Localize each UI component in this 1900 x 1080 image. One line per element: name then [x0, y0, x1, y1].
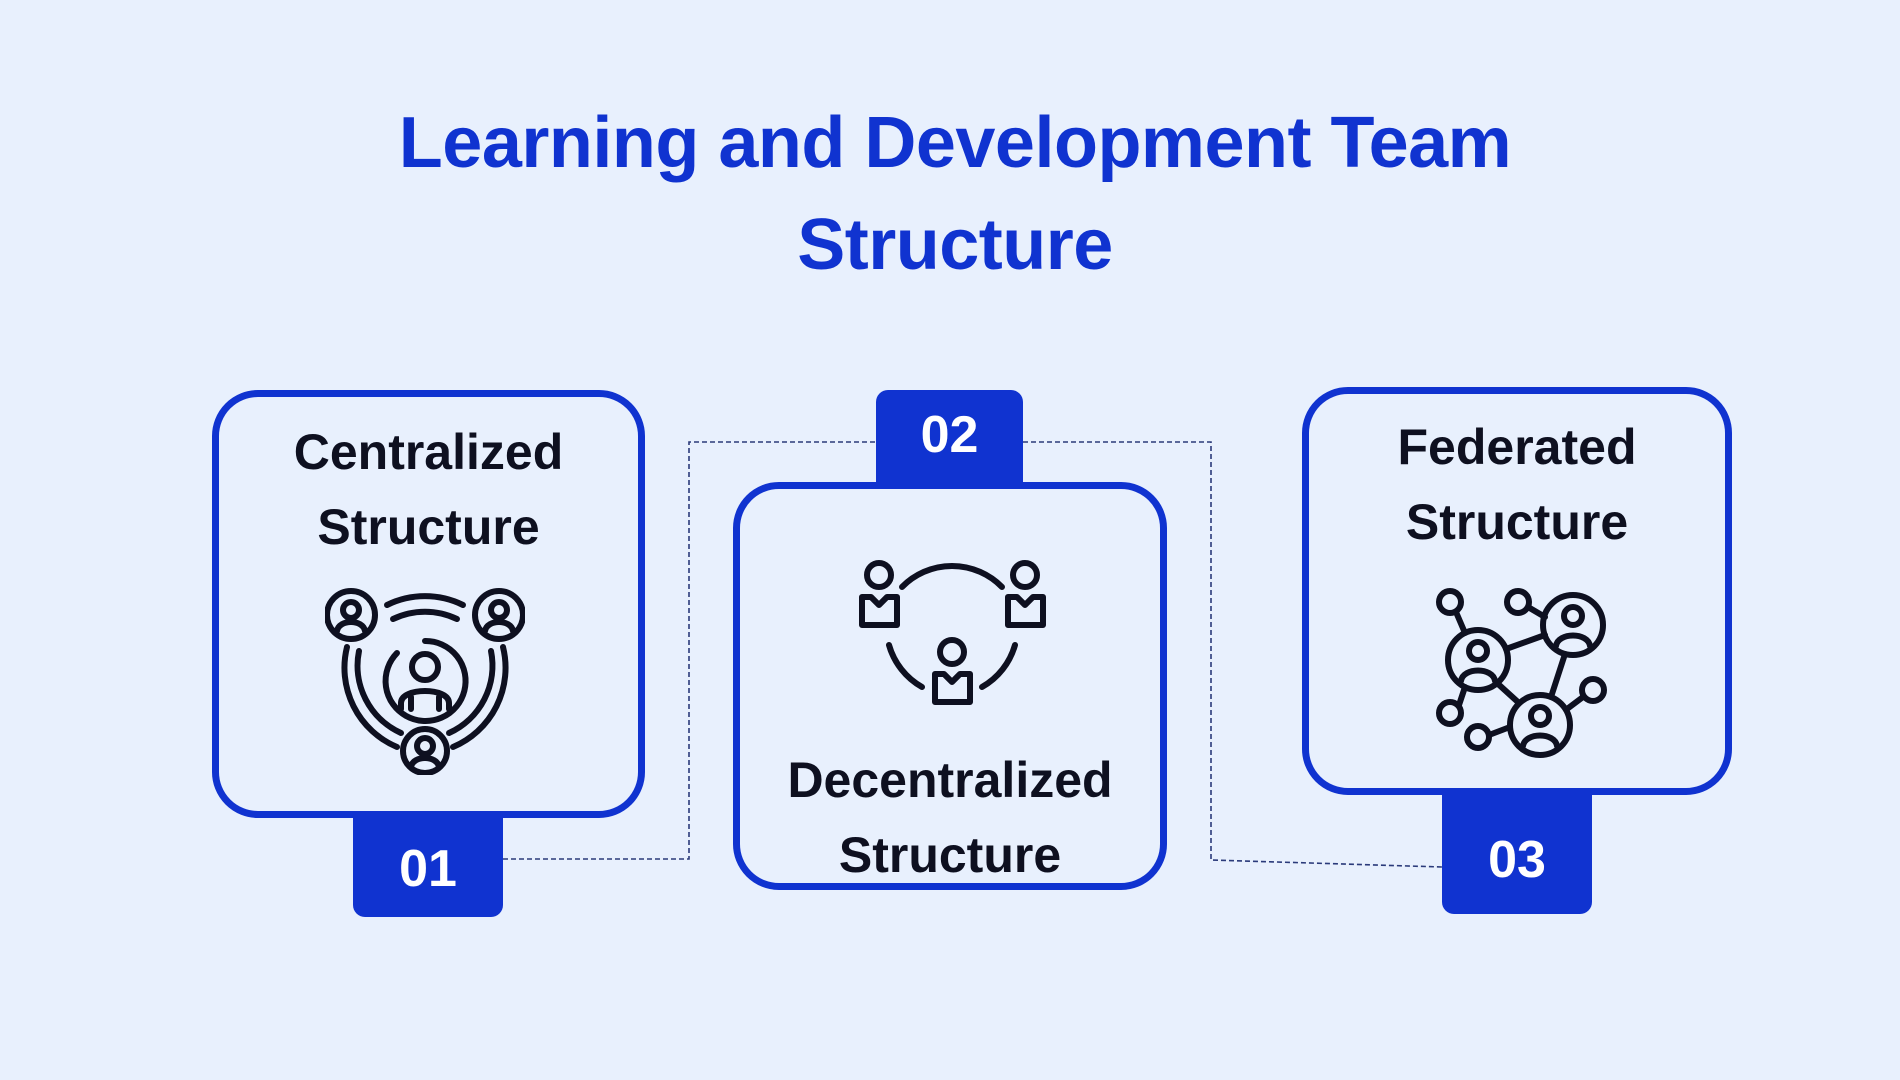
- connector-01-to-02: [503, 441, 876, 860]
- card-title-line-1: Decentralized: [787, 752, 1113, 808]
- card-centralized: Centralized Structure: [212, 390, 645, 818]
- card-title: Decentralized Structure: [740, 743, 1160, 893]
- step-badge-03: 03: [1442, 792, 1592, 914]
- card-title-line-2: Structure: [838, 827, 1062, 883]
- card-title-line-1: Centralized: [293, 424, 564, 480]
- card-federated: Federated Structure: [1302, 387, 1732, 795]
- federated-network-icon: [1433, 585, 1608, 760]
- decentralized-team-icon: [857, 557, 1047, 712]
- card-title: Federated Structure: [1309, 410, 1725, 560]
- title-line-1: Learning and Development Team: [398, 103, 1512, 183]
- card-title-line-2: Structure: [1405, 494, 1629, 550]
- title-line-2: Structure: [797, 205, 1113, 285]
- step-badge-02: 02: [876, 390, 1023, 488]
- card-title-line-2: Structure: [317, 499, 540, 555]
- page-title: Learning and Development Team Structure: [0, 92, 1900, 296]
- card-decentralized: Decentralized Structure: [733, 482, 1167, 890]
- connector-02-to-03: [1023, 441, 1443, 868]
- card-title-line-1: Federated: [1397, 419, 1637, 475]
- centralized-team-icon: [325, 575, 525, 775]
- card-title: Centralized Structure: [219, 415, 638, 565]
- step-badge-01: 01: [353, 815, 503, 917]
